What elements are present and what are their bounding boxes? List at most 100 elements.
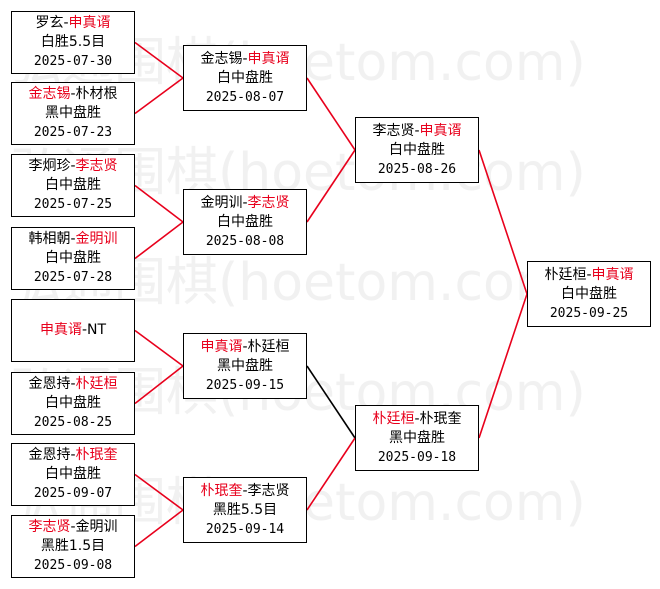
player-white: 朴廷桓	[75, 376, 118, 392]
player-black: 金明训	[200, 194, 243, 211]
connector-r1m3-r2m2	[134, 184, 184, 223]
player-white: 金明训	[75, 231, 118, 247]
match-players: 李志贤-金明训	[28, 518, 117, 537]
player-black: 金恩持	[28, 376, 71, 392]
player-white: 朴材根	[75, 86, 118, 102]
match-date: 2025-09-07	[33, 486, 113, 501]
connector-r1m5-r2m3	[134, 329, 184, 367]
player-white: 李志贤	[247, 194, 290, 211]
player-black: 申真谞	[200, 338, 243, 355]
match-date: 2025-07-23	[33, 125, 113, 140]
match-result: 白中盘胜	[561, 285, 617, 302]
vs-dash: -	[414, 122, 420, 139]
match-players: 罗玄-申真谞	[35, 14, 110, 33]
player-black: 李志贤	[28, 519, 71, 535]
connector-r1m6-r2m3	[134, 365, 184, 405]
match-date: 2025-09-14	[205, 521, 285, 537]
match-players: 朴珉奎-李志贤	[200, 482, 289, 501]
player-white: 申真谞	[419, 122, 462, 139]
connector-r2m4-r3m2	[306, 437, 356, 511]
connector-r3m2-final	[478, 293, 528, 439]
match-date: 2025-08-07	[205, 89, 285, 105]
match-players: 金志锡-朴材根	[28, 85, 117, 104]
match-result: 白中盘胜	[45, 177, 101, 193]
vs-dash: -	[70, 231, 76, 247]
player-white: 朴廷桓	[247, 338, 290, 355]
match-box-r2m1: 金志锡-申真谞白中盘胜 2025-08-07	[183, 45, 307, 111]
match-result: 黑中盘胜	[217, 357, 273, 374]
match-result: 黑胜5.5目	[212, 501, 278, 518]
match-date: 2025-07-30	[33, 54, 113, 69]
match-result: 白胜5.5目	[40, 34, 106, 50]
connector-r1m1-r2m1	[134, 41, 184, 79]
player-white: 金明训	[75, 519, 118, 535]
match-players: 申真谞-朴廷桓	[200, 338, 289, 357]
connector-r1m7-r2m4	[134, 473, 184, 511]
match-date: 2025-08-08	[205, 233, 285, 249]
vs-dash: -	[242, 338, 248, 355]
player-black: 朴廷桓	[372, 410, 415, 427]
match-players: 朴廷桓-申真谞	[544, 266, 633, 285]
match-result: 白中盘胜	[45, 395, 101, 411]
player-black: 罗玄	[35, 15, 64, 31]
match-date: 2025-08-25	[33, 415, 113, 430]
player-black: 申真谞	[39, 322, 82, 338]
vs-dash: -	[242, 194, 248, 211]
vs-dash: -	[70, 158, 76, 174]
match-players: 申真谞-NT	[40, 321, 106, 340]
match-players: 金明训-李志贤	[200, 194, 289, 213]
match-result: 白中盘胜	[217, 69, 273, 86]
connector-r1m2-r2m1	[134, 77, 184, 115]
player-black: 韩相朝	[28, 231, 71, 247]
match-players: 李炯珍-李志贤	[28, 157, 117, 176]
player-black: 金志锡	[200, 50, 243, 67]
player-white: 申真谞	[247, 50, 290, 67]
match-players: 金志锡-申真谞	[200, 50, 289, 69]
vs-dash: -	[70, 519, 76, 535]
vs-dash: -	[70, 447, 76, 463]
player-black: 金志锡	[28, 86, 71, 102]
vs-dash: -	[70, 86, 76, 102]
match-date: 2025-09-08	[33, 558, 113, 573]
vs-dash: -	[70, 376, 76, 392]
connector-r1m8-r2m4	[134, 509, 184, 548]
connector-r2m1-r3m1	[306, 77, 356, 151]
player-black: 李炯珍	[28, 158, 71, 174]
match-date: 2025-07-28	[33, 270, 113, 285]
player-white: 李志贤	[247, 482, 290, 499]
match-result: 黑中盘胜	[45, 105, 101, 121]
player-white: 朴珉奎	[75, 447, 118, 463]
vs-dash: -	[63, 15, 69, 31]
player-black: 朴廷桓	[544, 266, 587, 283]
match-result: 白中盘胜	[217, 213, 273, 230]
connector-r2m3-r3m2	[306, 365, 356, 439]
match-result: 黑胜1.5目	[40, 538, 106, 554]
match-players: 韩相朝-金明训	[28, 230, 117, 249]
player-white: 申真谞	[68, 15, 111, 31]
player-white: 申真谞	[591, 266, 634, 283]
match-result: 白中盘胜	[45, 250, 101, 266]
vs-dash: -	[414, 410, 420, 427]
match-result: 白中盘胜	[389, 141, 445, 158]
player-white: NT	[87, 322, 107, 338]
match-date: 2025-08-26	[377, 161, 457, 177]
match-players: 金恩持-朴廷桓	[28, 375, 117, 394]
match-box-final: 朴廷桓-申真谞白中盘胜 2025-09-25	[527, 261, 651, 327]
match-date: 2025-09-25	[549, 305, 629, 321]
match-date: 2025-09-18	[377, 449, 457, 465]
player-white: 朴珉奎	[419, 410, 462, 427]
vs-dash: -	[81, 322, 88, 338]
vs-dash: -	[242, 482, 248, 499]
match-box-r2m4: 朴珉奎-李志贤黑胜5.5目 2025-09-14	[183, 477, 307, 543]
